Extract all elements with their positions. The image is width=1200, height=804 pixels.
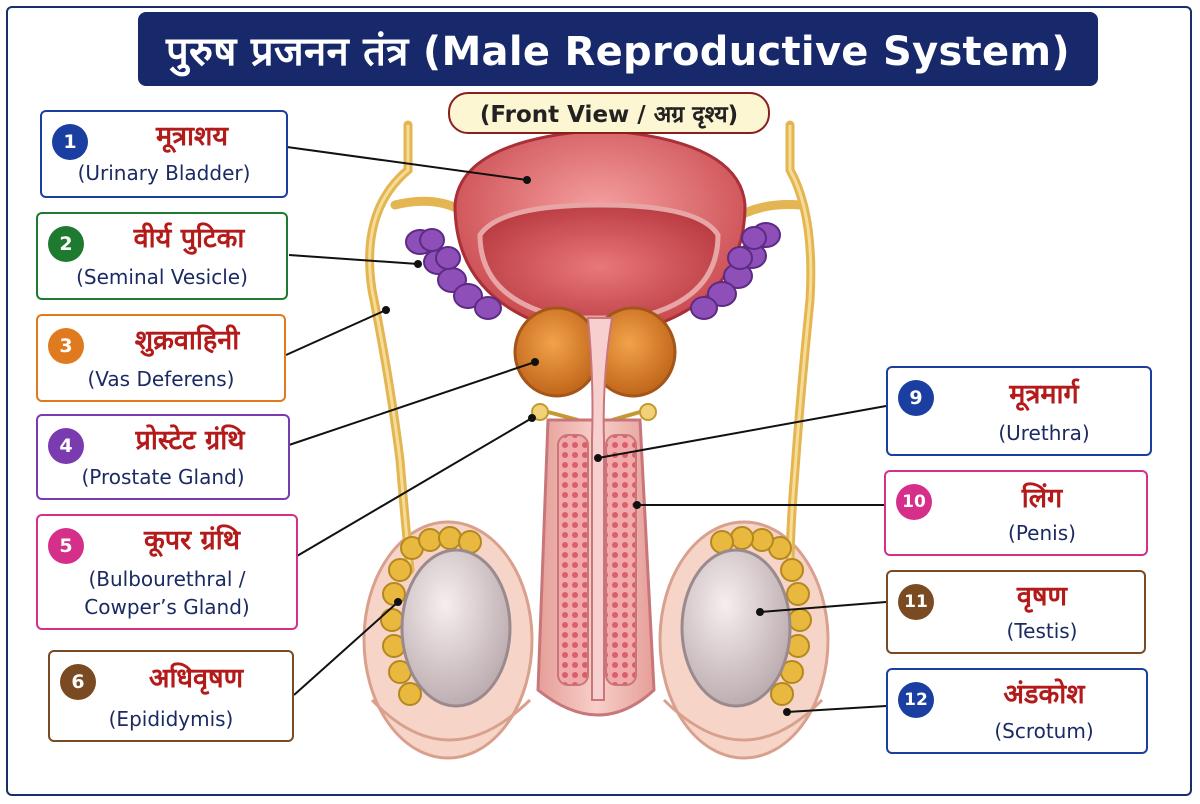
testes bbox=[400, 548, 792, 708]
label-number-badge: 3 bbox=[48, 328, 84, 364]
label-epididymis: 6 अधिवृषण (Epididymis) bbox=[48, 650, 294, 742]
urethra bbox=[586, 317, 614, 701]
label-hindi: वीर्य पुटिका bbox=[133, 223, 245, 254]
view-subtitle: (Front View / अग्र दृश्य) bbox=[448, 92, 770, 134]
label-english: (Epididymis) bbox=[108, 707, 234, 731]
label-english: (Penis) bbox=[1008, 521, 1076, 545]
label-hindi: प्रोस्टेट ग्रंथि bbox=[135, 425, 245, 456]
cowpers-glands bbox=[531, 403, 657, 422]
label-english: (Prostate Gland) bbox=[81, 465, 245, 489]
label-english: (Vas Deferens) bbox=[87, 367, 235, 391]
label-prostate-gland: 4 प्रोस्टेट ग्रंथि (Prostate Gland) bbox=[36, 414, 290, 500]
label-english: (Testis) bbox=[1006, 619, 1078, 643]
label-hindi: मूत्राशय bbox=[155, 121, 229, 152]
prostate-gland bbox=[513, 306, 677, 398]
label-number-badge: 6 bbox=[60, 664, 96, 700]
label-vas-deferens: 3 शुक्रवाहिनी (Vas Deferens) bbox=[36, 314, 286, 402]
label-english-line2: Cowper’s Gland) bbox=[84, 595, 250, 619]
label-number-badge: 4 bbox=[48, 428, 84, 464]
label-number-badge: 2 bbox=[48, 226, 84, 262]
label-english: (Seminal Vesicle) bbox=[76, 265, 248, 289]
label-seminal-vesicle: 2 वीर्य पुटिका (Seminal Vesicle) bbox=[36, 212, 288, 300]
label-english: (Scrotum) bbox=[994, 719, 1094, 743]
label-number-badge: 1 bbox=[52, 124, 88, 160]
label-scrotum: 12 अंडकोश (Scrotum) bbox=[886, 668, 1148, 754]
label-number-badge: 10 bbox=[896, 484, 932, 520]
label-hindi: अधिवृषण bbox=[148, 663, 244, 694]
label-hindi: वृषण bbox=[1016, 581, 1068, 612]
label-urethra: 9 मूत्रमार्ग (Urethra) bbox=[886, 366, 1152, 456]
label-hindi: अंडकोश bbox=[1003, 679, 1085, 710]
diagram-frame bbox=[6, 6, 1192, 796]
label-english: (Urethra) bbox=[998, 421, 1090, 445]
label-english: (Urinary Bladder) bbox=[77, 161, 251, 185]
page-title: पुरुष प्रजनन तंत्र (Male Reproductive Sy… bbox=[138, 12, 1098, 86]
label-penis: 10 लिंग (Penis) bbox=[884, 470, 1148, 556]
seminal-vesicles bbox=[405, 222, 781, 320]
leader-lines bbox=[285, 146, 887, 716]
label-hindi: कूपर ग्रंथि bbox=[144, 525, 240, 556]
label-hindi: शुक्रवाहिनी bbox=[134, 325, 240, 356]
label-urinary-bladder: 1 मूत्राशय (Urinary Bladder) bbox=[40, 110, 288, 198]
label-cowpers-gland: 5 कूपर ग्रंथि (Bulbourethral / Cowper’s … bbox=[36, 514, 298, 630]
label-hindi: मूत्रमार्ग bbox=[1009, 379, 1079, 410]
label-number-badge: 9 bbox=[898, 380, 934, 416]
label-number-badge: 11 bbox=[898, 584, 934, 620]
label-number-badge: 5 bbox=[48, 528, 84, 564]
label-testis: 11 वृषण (Testis) bbox=[886, 570, 1146, 654]
label-number-badge: 12 bbox=[898, 682, 934, 718]
label-english: (Bulbourethral / bbox=[88, 567, 246, 591]
label-hindi: लिंग bbox=[1021, 483, 1063, 514]
